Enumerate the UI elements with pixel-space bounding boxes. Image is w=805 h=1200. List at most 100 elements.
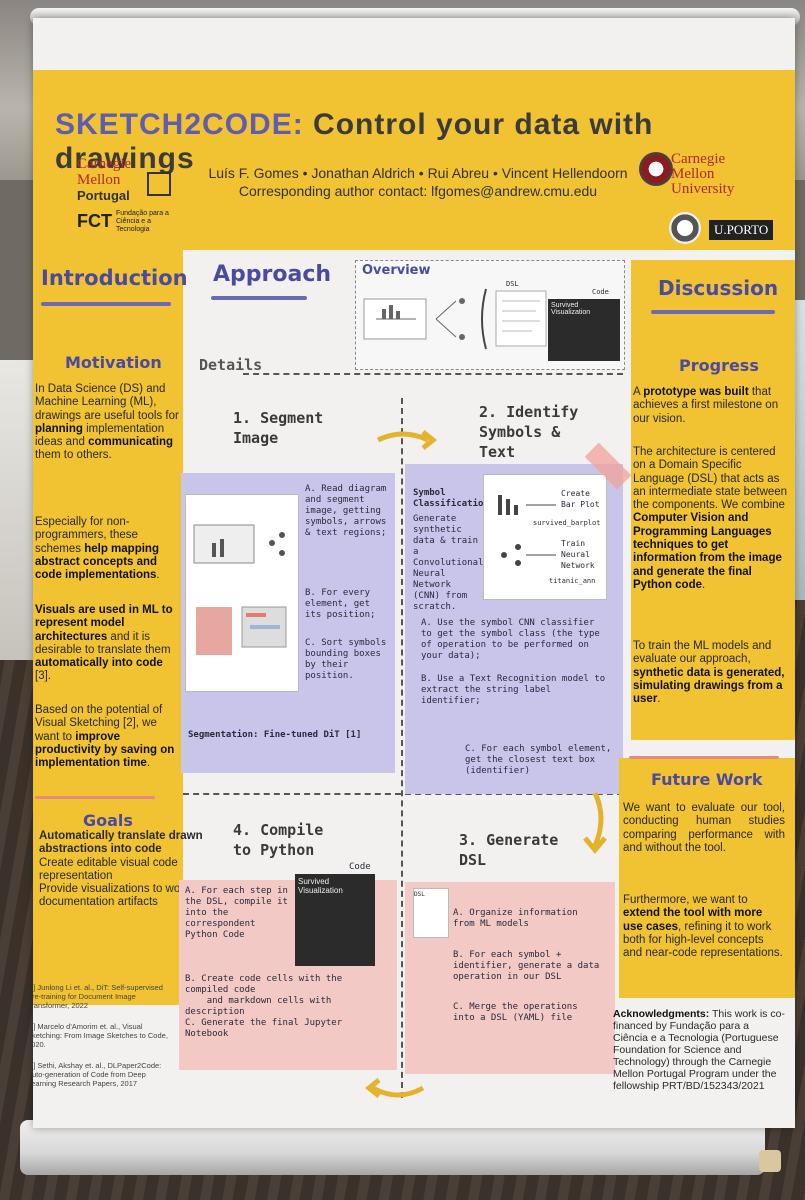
step2-figure <box>498 495 556 566</box>
p2-a: Especially for non-programmers, these sc… <box>35 516 138 555</box>
step4-item-b: B. Create code cells with the compiled c… <box>185 974 343 1017</box>
cmp-mark-icon <box>147 172 171 196</box>
intro-column <box>33 250 183 1005</box>
details-label: Details <box>199 356 263 374</box>
step1-title: 1. Segment Image <box>233 409 324 447</box>
arrow-step1-to-step2 <box>376 430 438 450</box>
fct-text: FCT <box>77 210 112 231</box>
carnegie-mellon-university-logo: Carnegie Mellon University <box>671 152 734 197</box>
step3-item-b: B. For each symbol + identifier, generat… <box>453 950 600 982</box>
progress-heading: Progress <box>679 356 759 375</box>
porto-seal-icon <box>669 212 701 244</box>
cmp-line2: Mellon <box>77 172 121 188</box>
cmu-line3: University <box>671 181 735 197</box>
step2-fig-create: Create Bar Plot <box>561 489 600 509</box>
title-lead: SKETCH2CODE: <box>55 108 304 141</box>
step4-item-c: C. Generate the final Jupyter Notebook <box>185 1018 343 1039</box>
p2-c: . <box>156 569 160 582</box>
arrow-step2-to-step3 <box>583 791 607 854</box>
future-divider <box>629 756 779 759</box>
step4-item-a: A. For each step in the DSL, compile it … <box>185 886 288 940</box>
p3-b: and it is desirable to translate them <box>35 630 171 656</box>
poster-header: SKETCH2CODE: Control your data with draw… <box>33 70 795 250</box>
p4-a: Based on the potential of Visual Sketchi… <box>35 704 163 743</box>
p1-d: communicating <box>88 436 174 449</box>
step3-title: 3. Generate DSL <box>459 831 559 869</box>
df2-c: , refining it to work both for high-leve… <box>623 920 783 960</box>
cmu-line2: Mellon <box>671 166 715 182</box>
details-divider <box>243 373 623 375</box>
discussion-underline <box>651 310 775 314</box>
motivation-p4: Based on the potential of Visual Sketchi… <box>35 704 179 770</box>
p3-d: [3]. <box>35 670 51 683</box>
p1-e: them to others. <box>35 449 112 462</box>
step4-viz-title: Survived Visualization <box>298 877 343 895</box>
step4-code-label: Code <box>349 862 371 872</box>
step3-item-c: C. Merge the operations into a DSL (YAML… <box>453 1002 578 1023</box>
overview-code-preview: Survived Visualization <box>548 299 620 361</box>
banner-base <box>20 1120 781 1175</box>
dp2-a: The architecture is centered on a Domain… <box>633 446 788 512</box>
overview-label: Overview <box>362 263 431 278</box>
reference-3: [3] Sethi, Akshay et. al., DLPaper2Code:… <box>33 1061 162 1088</box>
poster-contact: Corresponding author contact: lfgomes@an… <box>238 183 598 199</box>
goal-item: Automatically translate drawn abstractio… <box>39 830 209 857</box>
step3-item-a: A. Organize information from ML models <box>453 908 578 929</box>
poster: SKETCH2CODE: Control your data with draw… <box>33 18 795 1128</box>
motivation-p3: Visuals are used in ML to represent mode… <box>35 604 179 684</box>
arrow-step3-to-step4 <box>364 1078 425 1098</box>
acknowledgments: Acknowledgments: This work is co- financ… <box>613 1008 785 1092</box>
motivation-p2: Especially for non-programmers, these sc… <box>35 516 179 582</box>
p1-b: planning <box>35 422 83 435</box>
goals-heading: Goals <box>83 811 133 830</box>
step1-footer: Segmentation: Fine-tuned DiT [1] <box>188 730 362 740</box>
step2-fig-train: Train Neural Network <box>561 539 595 570</box>
step2-item-a: A. Use the symbol CNN classifier to get … <box>421 618 600 661</box>
step2-symbol-label: Symbol Classification: <box>413 488 495 509</box>
goal-item: Create editable visual code representati… <box>39 857 209 884</box>
step1-figure <box>193 524 287 655</box>
dp3-b: synthetic data is generated, simulating … <box>633 666 785 706</box>
p2-b: help mapping abstract concepts and code … <box>35 542 159 582</box>
step1-item-c: C. Sort symbols bounding boxes by their … <box>305 638 387 681</box>
dp2-b: Computer Vision and Programming Language… <box>633 512 782 591</box>
ack-text: This work is co- financed by Fundação pa… <box>613 1008 785 1092</box>
poster-authors: Luís F. Gomes • Jonathan Aldrich • Rui A… <box>208 165 628 181</box>
step4-title: 4. Compile to Python <box>233 821 324 859</box>
cmu-line1: Carnegie <box>671 151 726 167</box>
progress-p2: The architecture is centered on a Domain… <box>633 446 789 592</box>
poster-title: SKETCH2CODE: Control your data with draw… <box>55 108 795 176</box>
dp1-b: prototype was built <box>643 386 749 398</box>
discussion-heading: Discussion <box>658 276 779 300</box>
cmp-line1: Carnegie <box>77 156 132 172</box>
goal-item: Provide visualizations to work as docume… <box>39 883 209 910</box>
step3-dsl-preview: DSL <box>413 888 449 938</box>
reference-2: [2] Marcelo d'Amorim et. al., Visual Ske… <box>33 1022 168 1049</box>
p1-c: implementation ideas and <box>35 422 165 449</box>
future-work-heading: Future Work <box>651 770 763 789</box>
step2-title: 2. Identify Symbols & Text <box>479 403 579 461</box>
approach-underline <box>211 296 307 300</box>
ack-label: Acknowledgments: <box>613 1008 710 1020</box>
dp1-c: that achieves a first milestone on our v… <box>633 386 779 425</box>
future-p1: We want to evaluate our tool, conducting… <box>623 802 785 854</box>
step1-item-b: B. For every element, get its position; <box>305 588 376 620</box>
center-divider-vertical <box>401 398 403 1098</box>
p3-a: Visuals are used in ML to represent mode… <box>35 604 173 643</box>
dp3-c: . <box>657 693 661 706</box>
approach-heading: Approach <box>213 262 332 287</box>
fct-small-text: Fundação para a Ciência e a Tecnologia <box>116 210 169 233</box>
progress-p3: To train the ML models and evaluate our … <box>633 640 789 706</box>
future-p2: Furthermore, we want to extend the tool … <box>623 894 785 960</box>
overview-diagram <box>363 288 547 350</box>
progress-p1: A prototype was built that achieves a fi… <box>633 386 789 426</box>
overview-viz-title: Survived Visualization <box>551 302 591 316</box>
uporto-logo: U.PORTO <box>709 220 774 240</box>
p4-c: . <box>146 757 151 770</box>
df2-b: extend the tool with more use cases <box>623 907 763 933</box>
df2-a: Furthermore, we want to <box>623 894 748 906</box>
motivation-p1: In Data Science (DS) and Machine Learnin… <box>35 383 179 463</box>
dp2-c: . <box>702 578 706 591</box>
carnegie-mellon-portugal-logo: Carnegie Mellon Portugal <box>77 156 171 204</box>
